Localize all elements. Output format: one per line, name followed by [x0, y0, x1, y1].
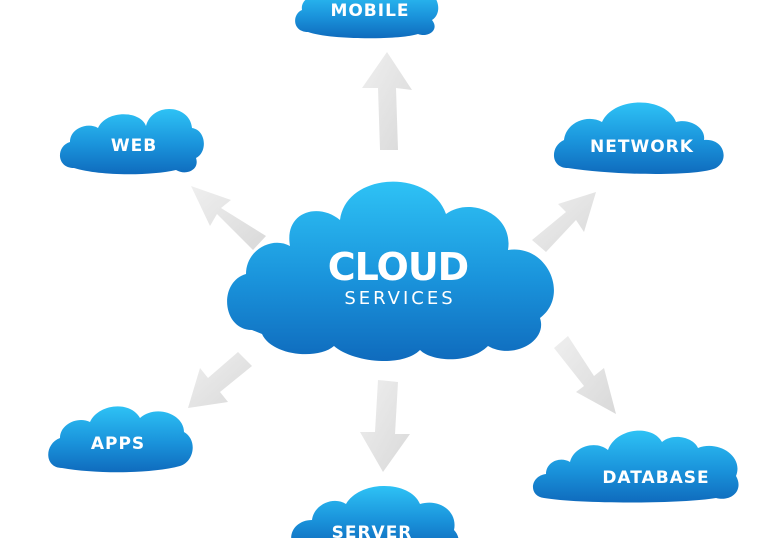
cloud-network[interactable]: NETWORK: [553, 102, 724, 175]
arrow-to-apps: [188, 352, 252, 408]
cloud-server[interactable]: SERVER: [291, 486, 459, 538]
cloud-database[interactable]: DATABASE: [532, 430, 739, 503]
center-title: CLOUD: [328, 245, 468, 289]
cloud-web-label: WEB: [111, 136, 157, 156]
cloud-network-label: NETWORK: [590, 137, 694, 157]
arrow-to-server: [360, 380, 410, 472]
center-cloud: CLOUD SERVICES: [227, 181, 554, 362]
cloud-apps[interactable]: APPS: [48, 406, 193, 473]
cloud-apps-label: APPS: [91, 434, 145, 454]
arrow-to-database: [554, 336, 616, 414]
cloud-web[interactable]: WEB: [59, 108, 204, 175]
cloud-mobile-label: MOBILE: [330, 1, 409, 21]
arrow-to-network: [532, 192, 596, 252]
arrow-to-web: [191, 186, 266, 250]
cloud-server-label: SERVER: [332, 523, 413, 538]
cloud-mobile[interactable]: MOBILE: [295, 0, 439, 39]
arrow-to-mobile: [362, 52, 412, 150]
cloud-database-label: DATABASE: [602, 468, 709, 488]
center-subtitle: SERVICES: [344, 288, 455, 309]
